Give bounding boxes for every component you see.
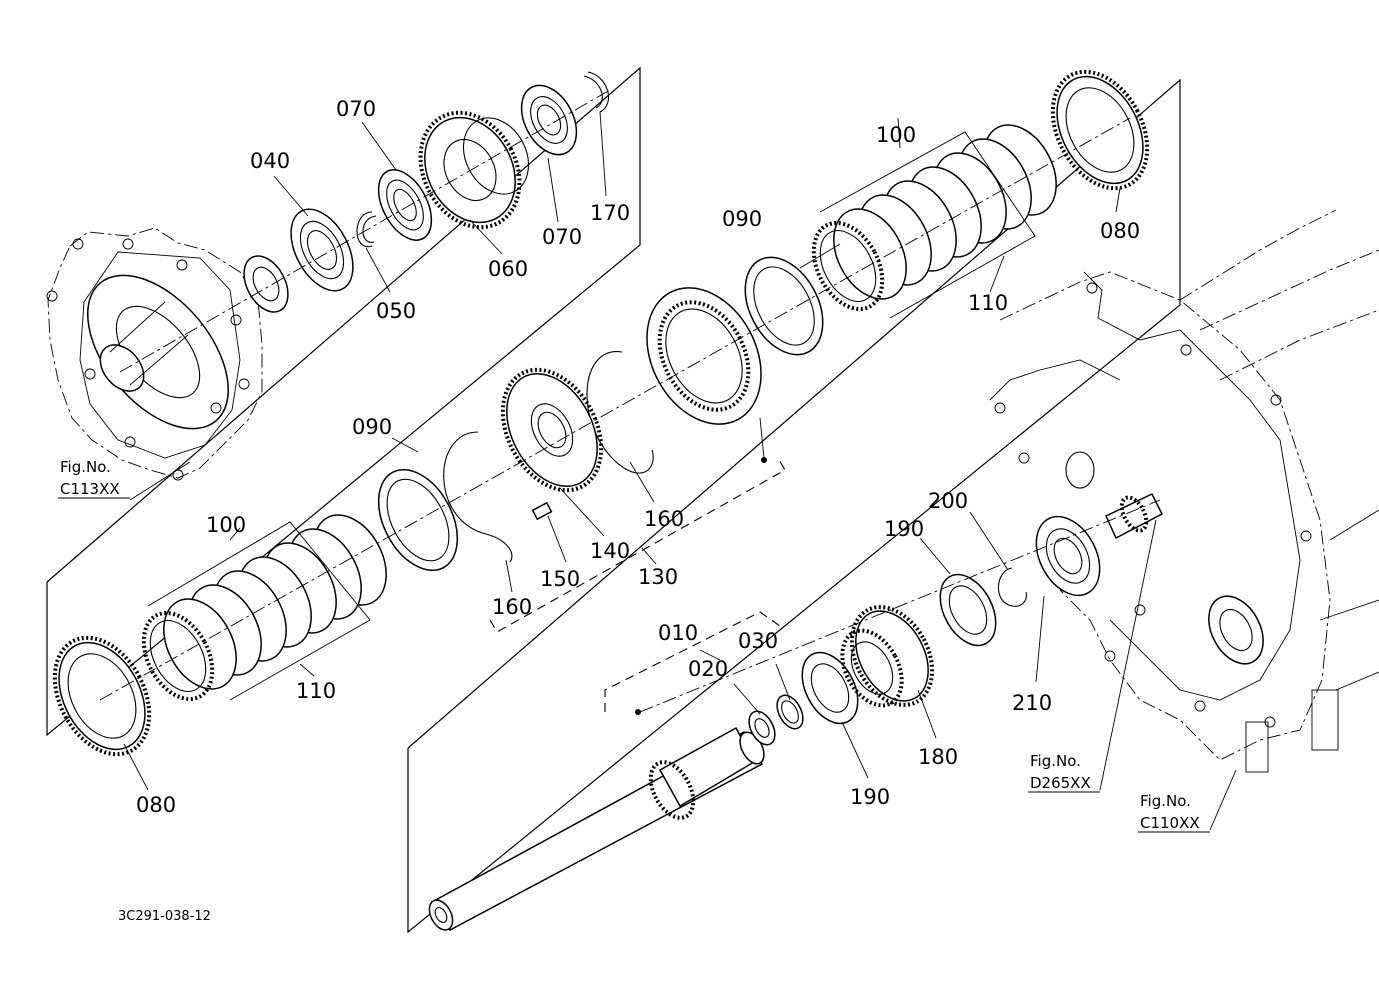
label-160-right: 160 [644,507,684,531]
label-020: 020 [688,657,728,681]
center-panel-frame [407,78,1181,934]
shift-sleeve-130 [646,287,762,425]
label-180: 180 [918,745,958,769]
label-070-right: 070 [542,225,582,249]
drawing-code: 3C291-038-12 [118,909,211,924]
label-060: 060 [488,257,528,281]
bearing-210 [1035,515,1101,597]
figure-ref-c110[interactable]: Fig.No. C110XX [1138,792,1210,833]
bushing-020 [748,710,776,746]
middle-shaft-centerline [99,117,1131,701]
subassembly-010-dashed-bracket [604,611,781,712]
label-100-top: 100 [876,123,916,147]
label-130: 130 [638,565,678,589]
label-030: 030 [738,629,778,653]
subassembly-130-dashed-bracket [489,457,786,633]
label-080-top: 080 [1100,219,1140,243]
housing-cover-c113 [46,227,263,481]
clutch-drum-080-top [1050,69,1150,191]
label-040: 040 [250,149,290,173]
snap-ring-200 [997,567,1027,607]
figure-ref-c113[interactable]: Fig.No. C113XX [58,458,130,499]
label-150: 150 [540,567,580,591]
label-210: 210 [1012,691,1052,715]
figure-ref-d265-code[interactable]: D265XX [1030,774,1091,792]
clutch-drum-080-bottom [52,635,152,757]
main-shaft [428,726,765,931]
seal-ring [243,255,289,313]
collar-190-bottom [801,651,859,725]
label-140: 140 [590,539,630,563]
figure-ref-c113-label: Fig.No. [60,458,111,476]
clutch-pack-100-110-top [811,124,1057,319]
label-110-bottom: 110 [296,679,336,703]
upper-left-panel-frame [46,66,641,737]
label-110-top: 110 [968,291,1008,315]
synchro-hub-140 [500,367,604,493]
snap-ring-170 [583,71,609,113]
transmission-case-c110 [989,209,1379,773]
gear-180 [840,605,935,708]
label-160-left: 160 [492,595,532,619]
collar-190-top [939,573,997,647]
label-200: 200 [928,489,968,513]
bearing-070-upper [377,169,433,241]
wire-spring-160-left [443,431,513,563]
leader-lines [123,111,1237,831]
bearing-070-right [520,84,578,156]
figure-ref-d265[interactable]: Fig.No. D265XX [1028,752,1100,793]
figure-ref-c110-code[interactable]: C110XX [1140,814,1200,832]
label-010: 010 [658,621,698,645]
shifting-key-150 [531,501,553,521]
snap-ring-050 [356,211,377,247]
label-090-top: 090 [722,207,762,231]
bearing-040 [290,208,354,292]
label-190-bottom: 190 [850,785,890,809]
part-labels: 040 070 050 060 070 170 090 100 110 080 … [136,97,1140,817]
figure-ref-c113-code[interactable]: C113XX [60,480,120,498]
figure-ref-c110-label: Fig.No. [1140,792,1191,810]
label-170: 170 [590,201,630,225]
label-100-bottom: 100 [206,513,246,537]
label-190-top: 190 [884,517,924,541]
label-070-top: 070 [336,97,376,121]
marker-dot-010 [635,709,641,715]
figure-ref-d265-label: Fig.No. [1030,752,1081,770]
synchro-ring-090-mid [377,468,459,572]
label-050: 050 [376,299,416,323]
label-090-mid: 090 [352,415,392,439]
label-080-bottom: 080 [136,793,176,817]
wire-spring-160-right [586,351,654,474]
gear-060 [418,110,530,230]
upper-shaft-centerline [119,89,611,373]
thrust-washer-030 [776,694,804,730]
lower-shaft-centerline [639,499,1161,713]
splined-shaft-d265 [1105,493,1164,540]
synchro-ring-090-top [744,256,824,356]
marker-dot-130 [761,457,767,463]
clutch-pack-100-110-bottom [141,514,387,701]
